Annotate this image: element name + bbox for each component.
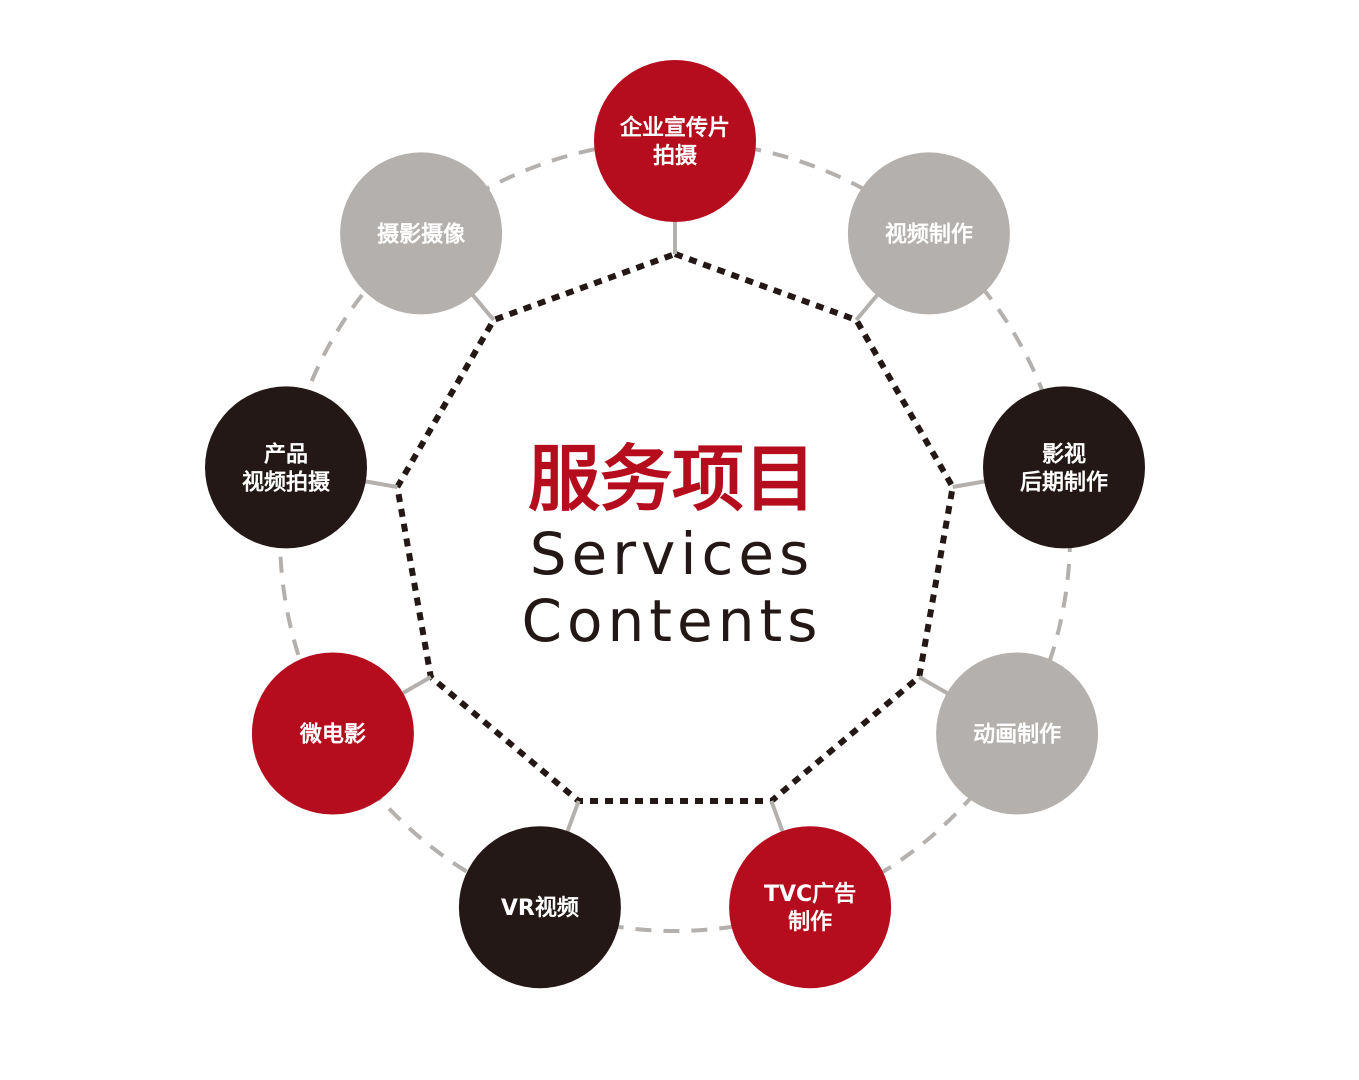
service-node-label: 产品: [264, 442, 308, 467]
service-node-label: 后期制作: [1020, 470, 1108, 495]
service-node-label: 拍摄: [653, 143, 698, 169]
service-node-label: VR视频: [501, 895, 579, 921]
title-english-line1: Services: [530, 520, 815, 588]
service-node-label: TVC广告: [764, 881, 856, 907]
service-node-label: 微电影: [299, 722, 366, 748]
inner-dotted-nonagon: [394, 250, 956, 804]
service-node-circle: [729, 826, 892, 989]
service-node-label: 制作: [788, 910, 832, 935]
service-node-label: 视频拍摄: [242, 469, 331, 495]
service-node-label: 视频制作: [885, 221, 973, 247]
service-node-circle: [936, 652, 1099, 815]
service-node-label: 摄影摄像: [377, 221, 466, 247]
service-node-circle: [205, 386, 367, 549]
service-node-circle: [594, 60, 756, 222]
service-node-micro-film[interactable]: 微电影: [251, 652, 414, 815]
service-node-circle: [251, 652, 414, 815]
inner-polygon: [394, 250, 956, 804]
service-node-circle: [458, 826, 621, 989]
service-node-video-production[interactable]: 视频制作: [847, 152, 1010, 315]
service-node-vr[interactable]: VR视频: [458, 826, 621, 989]
service-node-animation[interactable]: 动画制作: [936, 652, 1099, 815]
service-node-label: 企业宣传片: [619, 115, 730, 141]
service-node-circle: [983, 386, 1145, 549]
service-node-photography[interactable]: 摄影摄像: [340, 152, 503, 315]
service-node-circle: [340, 152, 503, 315]
service-node-circle: [847, 152, 1010, 315]
title-english-line2: Contents: [522, 587, 823, 655]
service-node-label: 影视: [1042, 441, 1086, 467]
service-node-label: 动画制作: [973, 723, 1061, 748]
title-chinese: 服务项目: [528, 437, 816, 521]
